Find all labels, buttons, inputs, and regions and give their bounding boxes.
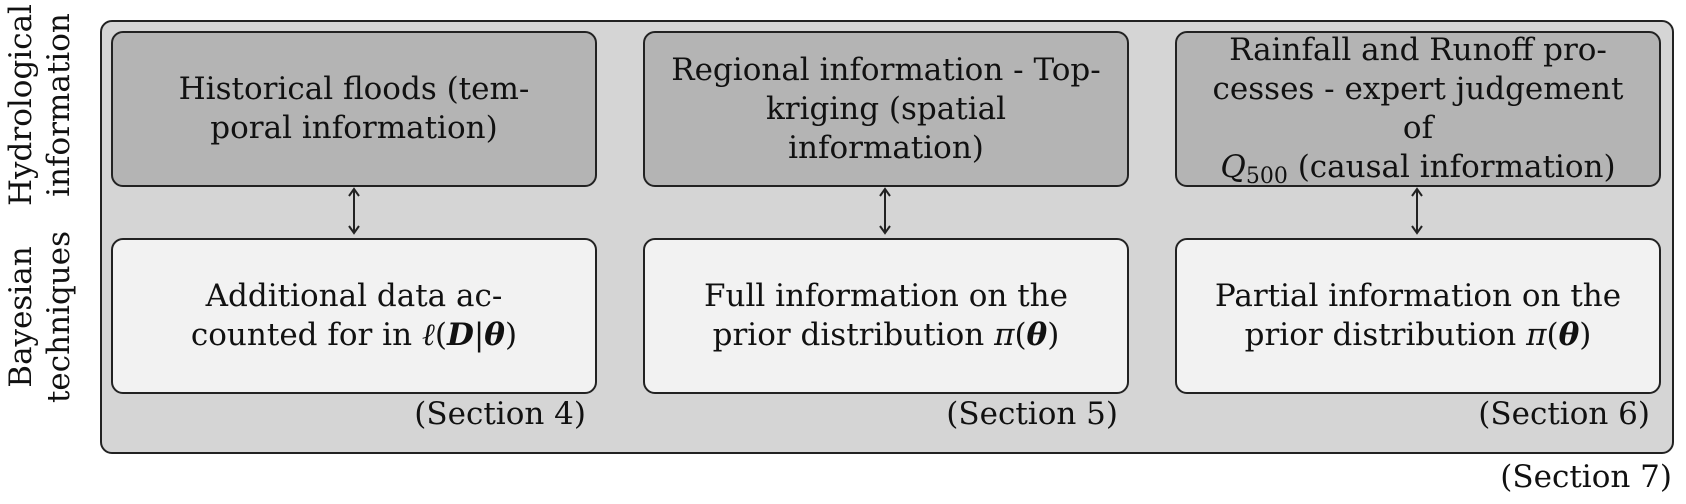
math-close-paren: ) [504, 317, 518, 353]
section-6-label: (Section 6) [1478, 396, 1650, 432]
box-regional-information-line1: Regional information - Top- [671, 51, 1101, 88]
q500-symbol: Q [1220, 149, 1246, 185]
box-full-information: Full information on the prior distributi… [643, 238, 1129, 394]
row-label-bayesian-line2: techniques [41, 230, 77, 404]
box-regional-information-line2: kriging (spatial information) [765, 90, 1007, 166]
box-additional-data-line2: counted for in [190, 317, 422, 353]
box-full-information-line2: prior distribution [712, 317, 995, 353]
section-4-label: (Section 4) [414, 396, 586, 432]
math-theta: θ [1026, 317, 1048, 353]
row-label-bayesian-line1: Bayesian [3, 246, 39, 388]
box-rainfall-runoff-line3: (causal information) [1287, 149, 1616, 185]
box-historical-floods-line1: Historical floods (tem- [178, 71, 530, 107]
math-close-paren: ) [1579, 317, 1592, 353]
math-pi: π [994, 317, 1015, 353]
double-arrow-icon [879, 187, 891, 235]
box-rainfall-runoff-line1: Rainfall and Runoff pro- [1229, 32, 1607, 68]
math-pi: π [1526, 317, 1547, 353]
row-label-hydrological-line2: information [41, 13, 77, 197]
box-historical-floods-line2: poral information) [210, 110, 498, 146]
double-arrow-icon [348, 187, 360, 235]
box-historical-floods: Historical floods (tem- poral informatio… [111, 31, 597, 187]
box-additional-data: Additional data ac- counted for in ℓ(D|θ… [111, 238, 597, 394]
math-open-paren: ( [1546, 317, 1559, 353]
row-label-hydrological-information: Hydrological information [0, 0, 80, 220]
box-additional-data-line1: Additional data ac- [205, 278, 503, 314]
box-regional-information: Regional information - Top- kriging (spa… [643, 31, 1129, 187]
row-label-bayesian-techniques: Bayesian techniques [0, 202, 80, 432]
box-rainfall-runoff-line2: cesses - expert judgement of [1212, 71, 1624, 146]
math-close-paren: ) [1047, 317, 1060, 353]
math-theta: θ [484, 317, 505, 353]
box-partial-information: Partial information on the prior distrib… [1175, 238, 1661, 394]
q500-subscript: 500 [1245, 164, 1288, 189]
box-partial-information-line2: prior distribution [1244, 317, 1527, 353]
box-full-information-line1: Full information on the [704, 278, 1068, 314]
math-theta: θ [1558, 317, 1580, 353]
box-rainfall-runoff: Rainfall and Runoff pro- cesses - expert… [1175, 31, 1661, 189]
math-open-paren: ( [1014, 317, 1027, 353]
section-5-label: (Section 5) [946, 396, 1118, 432]
box-partial-information-line1: Partial information on the [1214, 278, 1622, 314]
math-open-paren: ( [434, 317, 447, 353]
double-arrow-icon [1411, 187, 1423, 235]
math-bar: | [473, 317, 485, 353]
math-d: D [446, 317, 474, 353]
row-label-hydrological-line1: Hydrological [3, 4, 39, 206]
math-ell: ℓ [421, 317, 435, 353]
section-7-label: (Section 7) [1500, 459, 1672, 495]
